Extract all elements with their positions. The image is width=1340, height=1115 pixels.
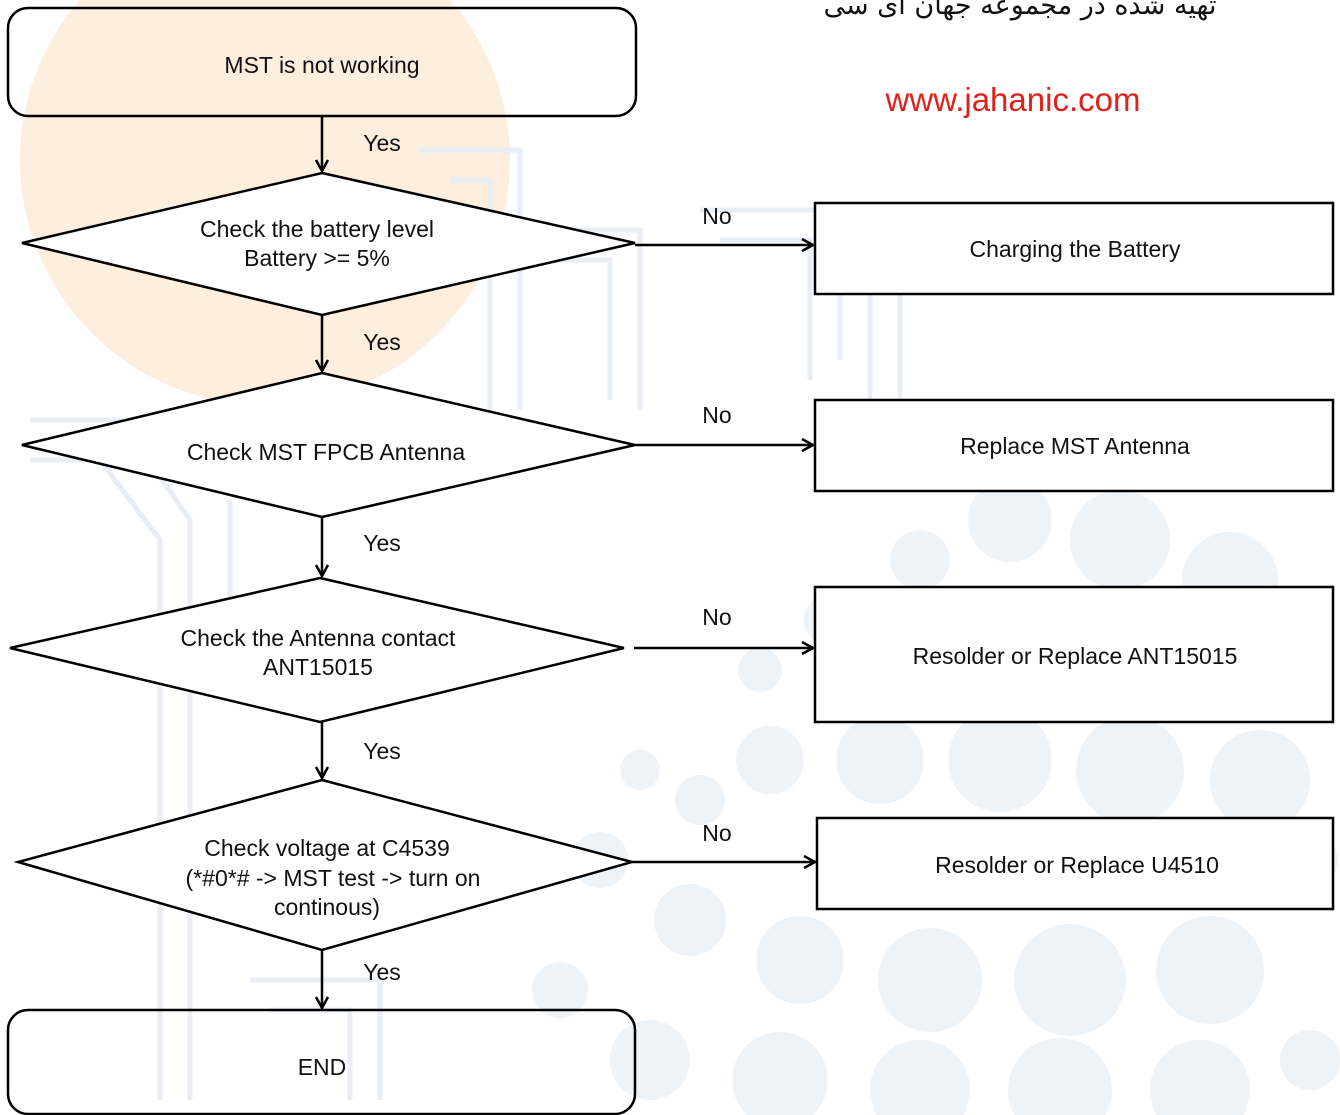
end-terminal-shape [6, 1008, 637, 1115]
decision-fpcb-antenna: Check MST FPCB Antenna [21, 371, 636, 519]
end-terminal: END [6, 1008, 637, 1115]
decision-voltage-c4539: Check voltage at C4539 (*#0*# -> MST tes… [13, 778, 637, 952]
decision-voltage-c4539-line: Check voltage at C4539 [204, 835, 450, 861]
action-resolder-u4510: Resolder or Replace U4510 [815, 816, 1335, 911]
action-resolder-u4510-text: Resolder or Replace U4510 [935, 852, 1219, 878]
action-replace-antenna: Replace MST Antenna [813, 398, 1335, 493]
start-terminal-text: MST is not working [224, 52, 419, 78]
decision-voltage-c4539-line: (*#0*# -> MST test -> turn on [186, 865, 481, 891]
label-yes: Yes [363, 329, 401, 355]
action-resolder-ant15015-text: Resolder or Replace ANT15015 [913, 643, 1238, 669]
decision-antenna-contact: Check the Antenna contact ANT15015 [9, 576, 625, 724]
start-terminal: MST is not working [6, 6, 638, 118]
decision-antenna-contact-line: Check the Antenna contact [181, 625, 457, 651]
decision-voltage-c4539-line: continous) [274, 894, 380, 920]
label-yes: Yes [363, 530, 401, 556]
label-no: No [702, 402, 731, 428]
action-resolder-ant15015: Resolder or Replace ANT15015 [813, 585, 1335, 724]
decision-battery-level-line: Battery >= 5% [244, 245, 390, 271]
decision-battery-level-line: Check the battery level [200, 216, 434, 242]
label-no: No [702, 604, 731, 630]
watermark-dots [532, 478, 1340, 1115]
action-charging-battery-text: Charging the Battery [970, 236, 1181, 262]
label-yes: Yes [363, 130, 401, 156]
decision-antenna-contact-line: ANT15015 [263, 654, 373, 680]
label-yes: Yes [363, 959, 401, 985]
action-replace-antenna-shape [813, 398, 1335, 493]
label-no: No [702, 203, 731, 229]
action-charging-battery: Charging the Battery [813, 201, 1335, 296]
action-resolder-ant15015-shape [813, 585, 1335, 724]
header-url[interactable]: www.jahanic.com [885, 81, 1141, 118]
label-no: No [702, 820, 731, 846]
header-persian-text: تهیه شده در مجموعه جهان ای سی [823, 0, 1216, 21]
action-resolder-u4510-shape [815, 816, 1335, 911]
decision-fpcb-antenna-line: Check MST FPCB Antenna [187, 439, 465, 465]
action-charging-battery-shape [813, 201, 1335, 296]
decision-antenna-contact-shape [9, 576, 625, 724]
action-replace-antenna-text: Replace MST Antenna [960, 433, 1190, 459]
label-yes: Yes [363, 738, 401, 764]
end-terminal-text: END [298, 1054, 347, 1080]
watermark [20, 0, 1340, 1115]
